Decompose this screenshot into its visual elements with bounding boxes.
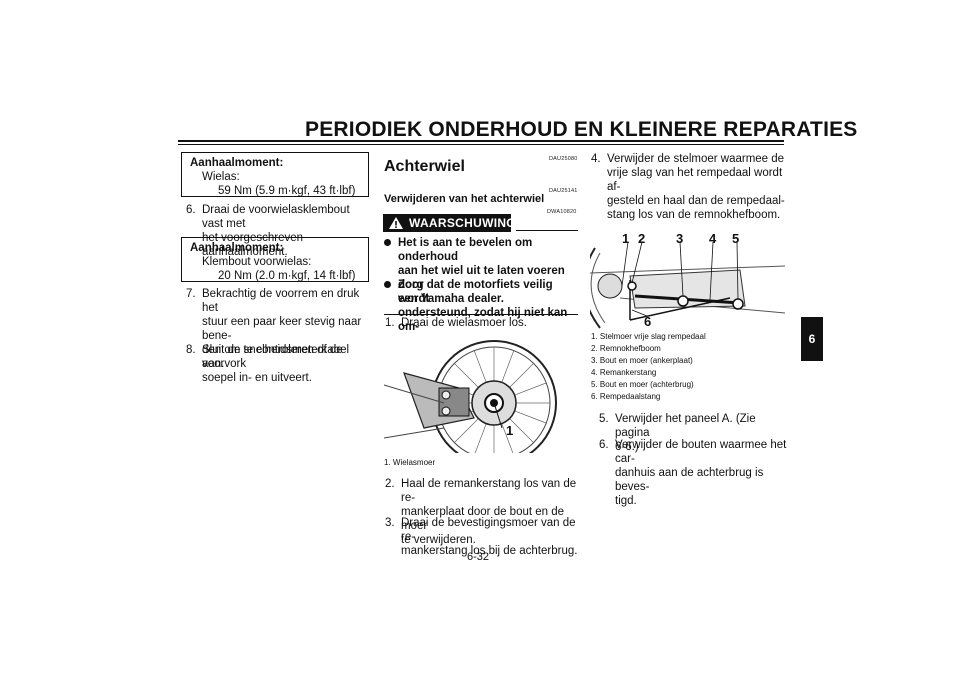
- figure-callout: 1: [622, 231, 630, 246]
- torque-item: Klembout voorwielas:: [202, 256, 312, 268]
- caption-line: 5. Bout en moer (achterbrug): [591, 380, 694, 389]
- warning-banner: WAARSCHUWING: [383, 214, 516, 233]
- step-number: 2.: [385, 478, 395, 490]
- step-line: Sluit de snelheidsmeterkabel aan.: [202, 344, 350, 370]
- step-line: soepel in- en uitveert.: [202, 372, 312, 384]
- figure-callout: 5: [732, 231, 740, 246]
- title-rule: [178, 140, 784, 142]
- warning-icon: [388, 216, 404, 233]
- step-number: 3.: [385, 517, 395, 529]
- torque-value: 20 Nm (2.0 m·kgf, 14 ft·lbf): [218, 270, 356, 282]
- step-line: stang los van de remnokhefboom.: [607, 209, 781, 221]
- figure-callout: 4: [709, 231, 717, 246]
- warning-label: WAARSCHUWING: [409, 216, 516, 230]
- step-line: tigd.: [615, 495, 637, 507]
- step-line: Verwijder het paneel A. (Zie pagina: [615, 413, 756, 439]
- figure-callout: 1: [506, 423, 514, 438]
- caption-line: 6. Rempedaalstang: [591, 392, 661, 401]
- torque-box-wheel-axle: Aanhaalmoment: Wielas: 59 Nm (5.9 m·kgf,…: [181, 152, 369, 197]
- torque-item: Wielas:: [202, 171, 240, 183]
- rear-wheel-drawing: [383, 333, 579, 466]
- step-line: mankerplaat door de bout en de moer: [401, 506, 565, 532]
- step-line: Draai de voorwielasklembout vast met: [202, 204, 350, 230]
- step-number: 1.: [385, 317, 395, 329]
- doc-code: DWA10820: [547, 209, 577, 215]
- brake-linkage-drawing: [582, 228, 786, 330]
- warning-rule: [516, 230, 578, 231]
- step-line: vrije slag van het rempedaal wordt af-: [607, 167, 783, 193]
- bullet-icon: [384, 281, 391, 288]
- caption-line: 1. Stelmoer vrije slag rempedaal: [591, 332, 706, 341]
- figure-callout: 2: [638, 231, 646, 246]
- figure-callout: 3: [676, 231, 684, 246]
- torque-heading: Aanhaalmoment:: [190, 157, 284, 169]
- step-number: 5.: [599, 413, 609, 425]
- step-line: Draai de bevestigingsmoer van de re-: [401, 517, 576, 543]
- step-line: Draai de wielasmoer los.: [401, 317, 527, 329]
- bullet-icon: [384, 239, 391, 246]
- subsection-heading: Verwijderen van het achterwiel: [384, 193, 545, 205]
- bullet-text: Zorg dat de motorfiets veilig wordt onde…: [398, 279, 568, 347]
- caption-line: 3. Bout en moer (ankerplaat): [591, 356, 693, 365]
- caption-line: 2. Remnokhefboom: [591, 344, 661, 353]
- page-number: 6-32: [467, 551, 490, 563]
- figure-captions: 1. Stelmoer vrije slag rempedaal 2. Remn…: [591, 331, 706, 403]
- figure-callout: 6: [644, 314, 652, 329]
- torque-heading: Aanhaalmoment:: [190, 242, 284, 254]
- step-line: stuur een paar keer stevig naar bene-: [202, 316, 362, 342]
- step-line: 6-6.): [615, 441, 639, 453]
- step-line: danhuis aan de achterbrug is beves-: [615, 467, 764, 493]
- torque-box-clamp-bolt: Aanhaalmoment: Klembout voorwielas: 20 N…: [181, 237, 369, 282]
- step-line: mankerstang los bij de achterbrug.: [401, 545, 578, 557]
- figure-caption: 1. Wielasmoer: [384, 458, 436, 467]
- step-line: te verwijderen.: [401, 534, 476, 546]
- caption-line: 4. Remankerstang: [591, 368, 657, 377]
- step-number: 6.: [186, 204, 196, 216]
- step-line: Verwijder de stelmoer waarmee de: [607, 153, 785, 165]
- step-number: 8.: [186, 344, 196, 356]
- step-line: den om te controleren of de voorvork: [202, 344, 343, 370]
- step-number: 4.: [591, 153, 601, 165]
- doc-code: DAU25080: [549, 156, 578, 162]
- brake-linkage-figure: 1 2 3 4 5 6: [582, 228, 786, 330]
- chapter-tab: 6: [801, 317, 823, 361]
- torque-value: 59 Nm (5.9 m·kgf, 43 ft·lbf): [218, 185, 356, 197]
- step-line: Verwijder de bouten waarmee het car-: [615, 439, 787, 465]
- bullet-text: Het is aan te bevelen om onderhoud aan h…: [398, 237, 565, 305]
- rear-wheel-figure: 1: [383, 333, 579, 466]
- step-line: Haal de remankerstang los van de re-: [401, 478, 577, 504]
- section-heading: Achterwiel: [384, 158, 465, 175]
- step-number: 7.: [186, 288, 196, 300]
- step-line: het voorgeschreven aanhaalmoment.: [202, 232, 304, 258]
- doc-code: DAU25141: [549, 188, 578, 194]
- warning-end-rule: [384, 314, 578, 315]
- step-number: 6.: [599, 439, 609, 451]
- step-line: Bekrachtig de voorrem en druk het: [202, 288, 360, 314]
- page-title: PERIODIEK ONDERHOUD EN KLEINERE REPARATI…: [305, 118, 858, 141]
- step-line: gesteld en haal dan de rempedaal-: [607, 195, 785, 207]
- title-rule-thin: [178, 144, 784, 145]
